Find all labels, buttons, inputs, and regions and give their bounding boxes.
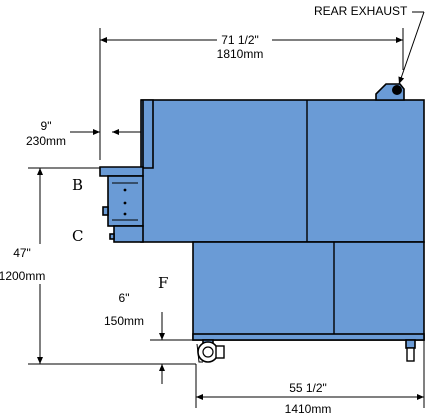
control-box-screw	[123, 201, 127, 205]
overall-length-inch-label: 71 1/2"	[221, 33, 259, 47]
rear-exhaust-callout: REAR EXHAUST	[314, 4, 425, 85]
height-inch-label: 47"	[13, 246, 31, 260]
base-length-inch-label: 55 1/2"	[289, 381, 327, 395]
dimension-overall-length: 71 1/2" 1810mm	[99, 28, 404, 160]
control-box-screw	[123, 212, 127, 216]
control-box-panel-lines	[112, 182, 138, 221]
rear-exhaust-outlet	[392, 85, 402, 95]
overall-length-mm-label: 1810mm	[217, 47, 264, 61]
front-shoulder	[141, 99, 154, 169]
upper-housing	[140, 99, 425, 243]
front-plinth-tab	[109, 233, 115, 240]
control-box-latch	[102, 206, 109, 216]
label-mask	[276, 380, 338, 396]
height-mm-label: 1200mm	[0, 269, 45, 283]
marker-f: F	[158, 274, 168, 292]
feed-tray	[99, 166, 144, 177]
marker-b: B	[72, 176, 83, 194]
machine-body	[99, 83, 425, 363]
offset-mm-label: 230mm	[26, 134, 66, 148]
control-box	[107, 175, 144, 227]
front-plinth	[113, 225, 144, 243]
base-length-mm-label: 1410mm	[285, 402, 332, 416]
label-mask	[0, 244, 48, 284]
lower-cabinet	[192, 241, 425, 341]
bottom-rail	[192, 333, 425, 341]
offset-inch-label: 9"	[41, 119, 52, 133]
dimension-overall-height: 47" 1200mm	[0, 167, 196, 365]
clearance-mm-label: 150mm	[104, 314, 144, 328]
clearance-inch-label: 6"	[119, 291, 130, 305]
dimension-front-offset: 9" 230mm	[26, 119, 141, 148]
dimension-base-length: 55 1/2" 1410mm	[195, 340, 425, 416]
front-caster	[196, 339, 225, 363]
marker-c: C	[72, 227, 83, 245]
control-box-screw	[123, 188, 127, 192]
label-mask	[217, 31, 272, 49]
rear-exhaust-label: REAR EXHAUST	[314, 4, 408, 18]
rear-foot	[405, 339, 416, 362]
dimension-ground-clearance: 6" 150mm	[104, 291, 193, 384]
leader-line	[398, 11, 425, 85]
